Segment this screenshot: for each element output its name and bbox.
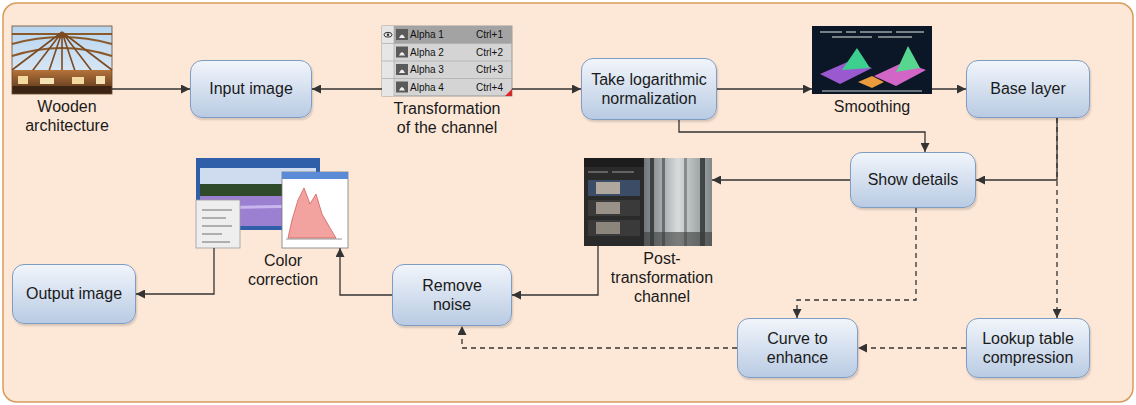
dashed-arrow	[462, 326, 737, 348]
box-label: Input image	[209, 79, 293, 98]
picture-node: Smoothing	[812, 26, 932, 117]
channel-panel-screenshot	[382, 26, 512, 96]
smoothing-plot	[820, 32, 924, 37]
picture-node: Wooden architecture	[12, 26, 122, 136]
color-correction-screenshot	[286, 239, 342, 240]
post-transformation-screenshot	[588, 200, 640, 216]
dashed-arrow	[858, 347, 966, 348]
channel-panel-screenshot	[384, 32, 392, 37]
screenshot-text: Alpha 4	[410, 83, 444, 93]
post-transformation-screenshot	[644, 158, 712, 246]
smoothing-plot	[896, 46, 920, 72]
dashed-arrow	[797, 208, 916, 318]
color-correction-screenshot	[196, 200, 240, 248]
smoothing-plot	[858, 76, 884, 88]
screenshot-text: Ctrl+1	[476, 30, 503, 40]
architecture-photo	[40, 78, 54, 84]
screenshot-text: Alpha 3	[410, 65, 444, 75]
process-box: Show details	[850, 152, 976, 208]
box-label: Take logarithmic normalization	[587, 70, 711, 108]
process-box: Take logarithmic normalization	[581, 58, 717, 120]
flow-arrow	[712, 179, 850, 180]
post-transformation-screenshot	[588, 220, 640, 236]
screenshot-text: Alpha 1	[410, 30, 444, 40]
channel-panel-screenshot	[382, 26, 512, 96]
dashed-arrow	[1056, 118, 1057, 318]
smoothing-plot	[812, 26, 932, 94]
smoothing-plot	[812, 26, 932, 94]
channel-panel-screenshot	[399, 35, 405, 91]
post-transformation-screenshot	[588, 180, 640, 196]
flow-arrow	[717, 88, 812, 89]
color-correction-screenshot	[202, 210, 232, 242]
screenshot-text: Ctrl+2	[476, 48, 503, 58]
flow-arrow	[679, 120, 925, 152]
box-label: Base layer	[990, 79, 1066, 98]
architecture-photo	[72, 77, 84, 84]
color-correction-screenshot	[282, 172, 348, 248]
architecture-photo	[12, 70, 112, 94]
flow-arrow	[512, 88, 581, 89]
picture-caption: Wooden architecture	[12, 98, 122, 136]
smoothing-plot	[842, 48, 870, 70]
screenshot-text: Ctrl+4	[476, 83, 503, 93]
screenshot-text: Ctrl+3	[476, 65, 503, 75]
color-correction-screenshot	[196, 158, 348, 248]
architecture-photo	[12, 32, 112, 74]
flow-arrow	[932, 88, 966, 89]
smoothing-plot	[822, 91, 922, 92]
color-correction-screenshot	[288, 188, 336, 238]
architecture-photo	[12, 26, 112, 94]
flow-arrow	[512, 246, 598, 295]
post-transformation-screenshot	[584, 158, 712, 246]
flow-arrow	[312, 88, 382, 89]
architecture-photo	[96, 76, 105, 84]
architecture-photo	[12, 26, 112, 94]
picture-frame	[196, 158, 348, 248]
process-box: Curve to enhance	[737, 318, 858, 378]
flow-arrow	[112, 88, 190, 89]
post-transformation-screenshot	[644, 232, 712, 246]
process-box: Input image	[190, 60, 312, 118]
flow-arrow	[136, 248, 214, 294]
box-label: Curve to enhance	[748, 329, 847, 367]
picture-frame	[584, 158, 712, 246]
box-label: Show details	[868, 170, 959, 189]
channel-panel-screenshot	[387, 34, 389, 36]
picture-frame	[812, 26, 932, 94]
process-box: Lookup table compression	[966, 318, 1090, 378]
panel	[3, 3, 1133, 402]
color-correction-screenshot	[282, 172, 348, 179]
box-label: Remove noise	[407, 276, 497, 314]
post-transformation-screenshot	[584, 158, 712, 246]
picture-caption: Smoothing	[812, 98, 932, 117]
flow-arrow	[976, 118, 1057, 180]
channel-panel-screenshot	[505, 89, 512, 96]
post-transformation-screenshot	[596, 202, 620, 214]
process-box: Base layer	[966, 60, 1090, 118]
picture-caption: Color correction	[238, 252, 328, 290]
picture-node: Post-transformation channel	[584, 158, 718, 307]
picture-node: Color correction	[196, 158, 348, 290]
architecture-photo	[12, 26, 112, 94]
picture-caption: Transformation of the channel	[387, 100, 507, 138]
flow-arrow	[340, 248, 392, 295]
picture-frame	[12, 26, 112, 94]
architecture-photo	[18, 76, 28, 84]
channel-panel-screenshot	[382, 26, 512, 96]
post-transformation-screenshot	[596, 182, 620, 194]
screenshot-text: Alpha 2	[410, 48, 444, 58]
post-transformation-screenshot	[588, 171, 634, 173]
post-transformation-screenshot	[596, 222, 620, 234]
post-transformation-screenshot	[584, 158, 644, 167]
box-label: Output image	[26, 284, 122, 303]
picture-caption: Post-transformation channel	[606, 250, 718, 307]
architecture-photo	[12, 86, 112, 94]
box-label: Lookup table compression	[975, 329, 1081, 367]
process-box: Remove noise	[392, 264, 512, 326]
process-box: Output image	[12, 264, 136, 324]
